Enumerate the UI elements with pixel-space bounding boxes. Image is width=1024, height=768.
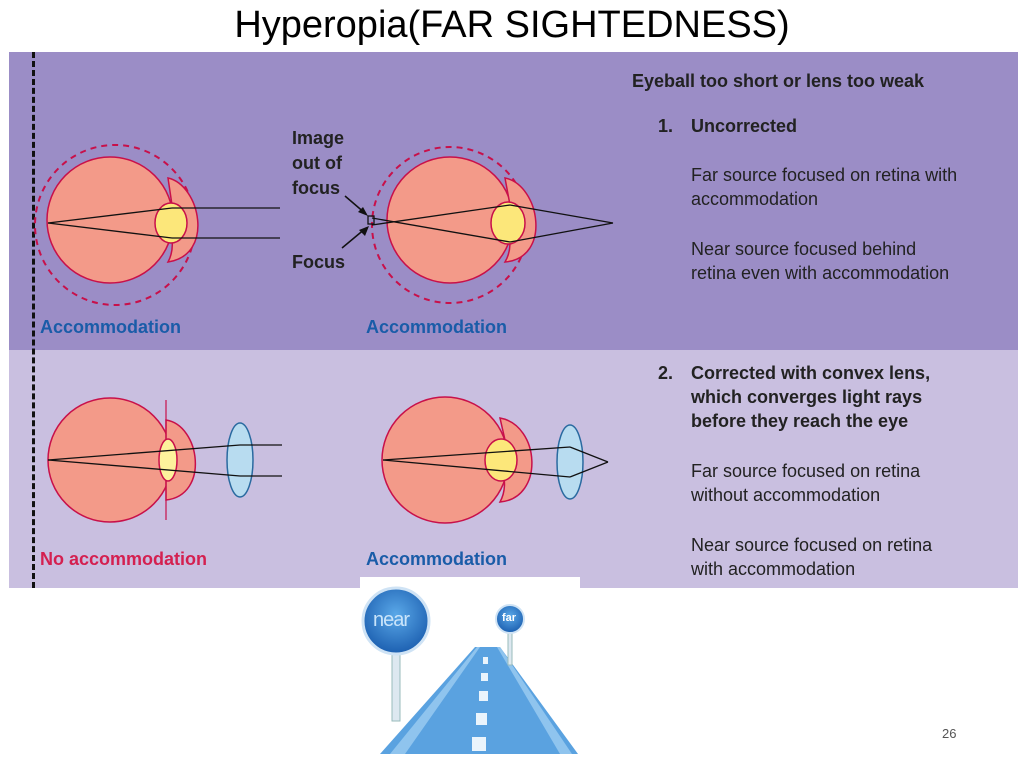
label-focus: Focus — [292, 252, 346, 272]
near-sign-label: near — [373, 609, 410, 631]
lane-stripe — [472, 737, 486, 751]
dashed-divider — [32, 52, 35, 588]
road-edge — [390, 647, 480, 754]
item-2-desc2-line1: Near source focused on retina — [691, 535, 933, 555]
caption-bottom-left: No accommodation — [40, 549, 208, 569]
eye-bottom-right — [381, 396, 609, 524]
item-2-desc1-line1: Far source focused on retina — [691, 461, 921, 481]
convex-lens — [226, 422, 254, 498]
light-ray — [509, 222, 614, 243]
image-out-of-focus-marker — [367, 215, 375, 225]
heading-cause: Eyeball too short or lens too weak — [632, 71, 925, 91]
item-1-desc2-line1: Near source focused behind — [691, 239, 917, 259]
eyeball-shape — [47, 397, 173, 523]
road-svg — [361, 586, 578, 754]
light-ray — [47, 207, 173, 224]
label-image-line1: Image — [292, 128, 345, 148]
light-ray — [47, 459, 241, 477]
far-sign-post — [507, 632, 513, 666]
label-image-line2: out of — [292, 153, 342, 173]
item-2-number: 2. — [658, 363, 674, 383]
eye-top-left — [34, 144, 280, 306]
arrow-head — [359, 226, 369, 236]
convex-lens — [556, 424, 584, 500]
item-1-desc1-line1: Far source focused on retina with — [691, 165, 958, 185]
item-1-title: Uncorrected — [691, 116, 798, 136]
lens-shape — [158, 438, 178, 482]
cornea-shape — [165, 419, 197, 501]
eyeball-shape — [46, 156, 174, 284]
slide-title: Hyperopia(FAR SIGHTEDNESS) — [234, 4, 790, 46]
light-ray — [569, 446, 609, 463]
road-illustration: near far — [360, 577, 580, 757]
item-2-title-line3: before they reach the eye — [691, 411, 909, 431]
light-ray — [371, 217, 511, 243]
caption-top-left: Accommodation — [40, 317, 182, 337]
item-1-desc2-line2: retina even with accommodation — [691, 263, 950, 283]
light-ray — [569, 461, 609, 478]
light-ray — [47, 444, 241, 461]
lens-shape — [484, 438, 518, 482]
item-2-desc1-line2: without accommodation — [691, 485, 881, 505]
lens-shape — [154, 202, 188, 244]
label-image-line3: focus — [292, 178, 341, 198]
item-2-desc2-line2: with accommodation — [691, 559, 856, 579]
light-ray — [509, 204, 614, 224]
arrow-head — [358, 207, 368, 216]
lane-stripe — [481, 673, 488, 681]
near-sign-post — [391, 648, 401, 722]
lens-shape — [490, 201, 526, 245]
item-1-number: 1. — [658, 116, 674, 136]
item-1-desc1-line2: accommodation — [691, 189, 819, 209]
near-sign — [361, 586, 431, 656]
caption-top-right: Accommodation — [366, 317, 508, 337]
lane-stripe — [479, 691, 488, 701]
lane-stripe — [476, 713, 487, 725]
far-sign-label: far — [502, 612, 517, 624]
light-ray — [47, 222, 173, 239]
page-number: 26 — [942, 726, 957, 741]
eye-top-right — [341, 146, 614, 304]
caption-bottom-right: Accommodation — [366, 549, 508, 569]
light-ray — [382, 459, 571, 478]
light-ray — [382, 446, 571, 461]
item-2-title-line2: which converges light rays — [691, 387, 923, 407]
road-edge — [497, 647, 572, 754]
eye-bottom-left — [47, 397, 282, 523]
item-2-title-line1: Corrected with convex lens, — [691, 363, 931, 383]
lane-stripe — [483, 657, 488, 664]
far-sign — [495, 604, 525, 634]
